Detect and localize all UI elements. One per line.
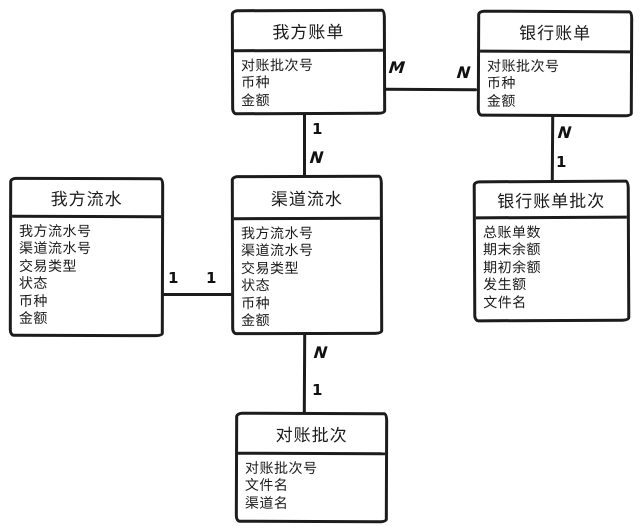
entity-title: 我方账单	[233, 11, 383, 53]
entity-title: 银行账单批次	[475, 182, 627, 220]
entity-attribute: 文件名	[483, 293, 527, 310]
entity-my-flow: 我方流水 我方流水号 渠道流水号 交易类型 状态 币种 金额	[8, 176, 165, 338]
entity-attribute: 金额	[241, 91, 271, 109]
connector-channel-flow-reconciliation-batch	[302, 332, 307, 415]
entity-attribute: 交易类型	[18, 257, 77, 274]
entity-attribute: 文件名	[244, 477, 289, 494]
entity-attribute: 总账单数	[482, 224, 541, 241]
entity-attribute: 渠道名	[244, 494, 289, 511]
entity-title: 我方流水	[12, 179, 162, 219]
connector-bank-bill-bank-bill-batch	[550, 114, 555, 183]
cardinality-label-1: 1	[312, 381, 323, 399]
entity-attribute: 对账批次号	[244, 459, 318, 477]
entity-channel-flow: 渠道流水 我方流水号 渠道流水号 交易类型 状态 币种 金额	[230, 174, 384, 336]
cardinality-label-1: 1	[206, 269, 217, 287]
entity-bank-bill-batch: 银行账单批次 总账单数 期末余额 期初余额 发生额 文件名	[472, 179, 631, 323]
entity-attribute: 交易类型	[241, 259, 300, 276]
entity-title: 渠道流水	[233, 177, 380, 221]
entity-attribute: 渠道流水号	[240, 242, 314, 259]
entity-attribute-list: 我方流水号 渠道流水号 交易类型 状态 币种 金额	[12, 218, 161, 328]
entity-attribute: 币种	[241, 294, 271, 311]
entity-attribute: 期初余额	[483, 258, 542, 276]
cardinality-label-1: 1	[312, 120, 323, 138]
entity-attribute: 金额	[18, 309, 48, 326]
entity-attribute: 金额	[486, 92, 516, 109]
entity-bank-bill: 银行账单 对账批次号 币种 金额	[476, 9, 634, 118]
connector-my-bill-channel-flow	[303, 113, 306, 177]
cardinality-label-n: N	[309, 148, 325, 167]
entity-attribute-list: 对账批次号 币种 金额	[234, 52, 383, 110]
entity-attribute-list: 我方流水号 渠道流水号 交易类型 状态 币种 金额	[234, 220, 380, 330]
entity-attribute-list: 对账批次号 文件名 渠道名	[238, 455, 385, 513]
entity-attribute: 对账批次号	[240, 56, 314, 74]
entity-title: 对账批次	[238, 414, 386, 456]
entity-attribute-list: 总账单数 期末余额 期初余额 发生额 文件名	[476, 219, 627, 312]
cardinality-label-1: 1	[168, 269, 179, 287]
cardinality-label-1: 1	[556, 153, 567, 171]
connector-my-bill-bank-bill	[383, 87, 478, 92]
entity-attribute: 发生额	[483, 276, 527, 293]
entity-attribute-list: 对账批次号 币种 金额	[480, 53, 630, 111]
cardinality-label-n: N	[456, 63, 472, 82]
entity-attribute: 金额	[241, 312, 271, 329]
entity-attribute: 我方流水号	[240, 224, 314, 242]
entity-attribute: 期末余额	[482, 241, 542, 258]
cardinality-label-n: N	[313, 343, 329, 362]
entity-attribute: 币种	[241, 74, 271, 91]
cardinality-label-n: N	[557, 123, 573, 142]
cardinality-label-m: M	[388, 58, 406, 77]
entity-attribute: 状态	[241, 277, 271, 294]
entity-title: 银行账单	[480, 12, 631, 54]
entity-attribute: 渠道流水号	[19, 240, 92, 257]
entity-attribute: 币种	[18, 292, 48, 309]
entity-my-bill: 我方账单 对账批次号 币种 金额	[230, 8, 387, 116]
entity-reconciliation-batch: 对账批次 对账批次号 文件名 渠道名	[234, 411, 389, 524]
entity-attribute: 我方流水号	[19, 222, 92, 240]
entity-attribute: 状态	[18, 275, 48, 292]
connector-my-flow-channel-flow	[162, 293, 233, 296]
entity-attribute: 对账批次号	[486, 57, 560, 75]
entity-attribute: 币种	[486, 75, 516, 92]
